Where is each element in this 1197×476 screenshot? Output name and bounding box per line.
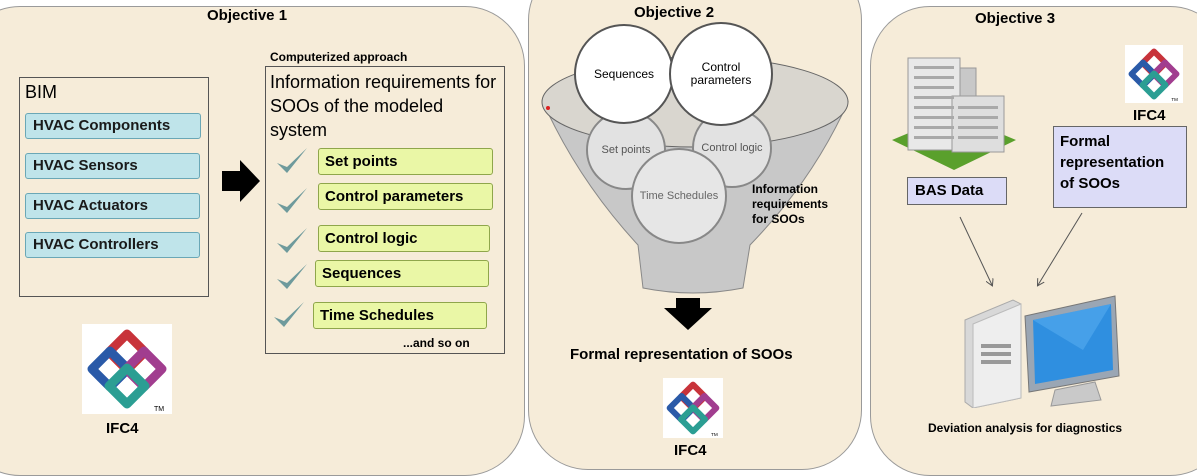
deviation-analysis-label: Deviation analysis for diagnostics [928, 421, 1123, 435]
connector-arrows [959, 212, 1083, 295]
check-icon [277, 188, 307, 213]
requirement-item: Control parameters [318, 183, 493, 210]
requirements-title: Information requirements for SOOs of the… [270, 72, 497, 140]
ifc-label: IFC4 [106, 420, 139, 437]
ifc-label: IFC4 [674, 442, 707, 459]
requirement-item: Time Schedules [313, 302, 487, 329]
control-parameters-circle: Control parameters [669, 22, 773, 126]
ifc-logo-icon: TM [1125, 45, 1183, 103]
bim-item: HVAC Sensors [25, 153, 200, 179]
funnel-note: Information requirements for SOOs [752, 182, 829, 226]
formal-representation-box: Formal representation of SOOs [1053, 126, 1187, 208]
check-icon [277, 228, 307, 253]
bim-label: BIM [25, 82, 58, 102]
ifc-logo-icon: TM [82, 324, 172, 414]
objective-3-title: Objective 3 [975, 10, 1056, 27]
time-schedules-circle: Time Schedules [631, 148, 727, 244]
right-arrow-icon [222, 160, 260, 202]
objective-1-title: Objective 1 [207, 7, 288, 24]
and-so-on-label: ...and so on [403, 336, 470, 350]
requirement-item: Control logic [318, 225, 490, 252]
check-icon [277, 264, 307, 289]
ifc-logo-icon: TM [663, 378, 723, 438]
computerized-label: Computerized approach [270, 50, 408, 64]
objective-2-title: Objective 2 [634, 4, 715, 21]
formal-representation-label: Formal representation of SOOs [570, 346, 793, 363]
svg-text:TM: TM [154, 406, 164, 413]
bas-data-box: BAS Data [907, 177, 1007, 205]
check-icon [274, 302, 304, 327]
bim-item: HVAC Controllers [25, 232, 200, 258]
svg-text:TM: TM [711, 432, 718, 437]
check-icon [277, 148, 307, 173]
ifc-label: IFC4 [1133, 107, 1166, 124]
down-arrow-icon [664, 298, 712, 330]
sequences-circle: Sequences [574, 24, 674, 124]
requirement-item: Set points [318, 148, 493, 175]
bim-item: HVAC Actuators [25, 193, 200, 219]
svg-text:TM: TM [1171, 97, 1178, 102]
building-icon [892, 57, 1016, 170]
computer-icon [964, 295, 1120, 408]
bim-box [19, 77, 209, 297]
bim-item: HVAC Components [25, 113, 201, 139]
requirement-item: Sequences [315, 260, 489, 287]
